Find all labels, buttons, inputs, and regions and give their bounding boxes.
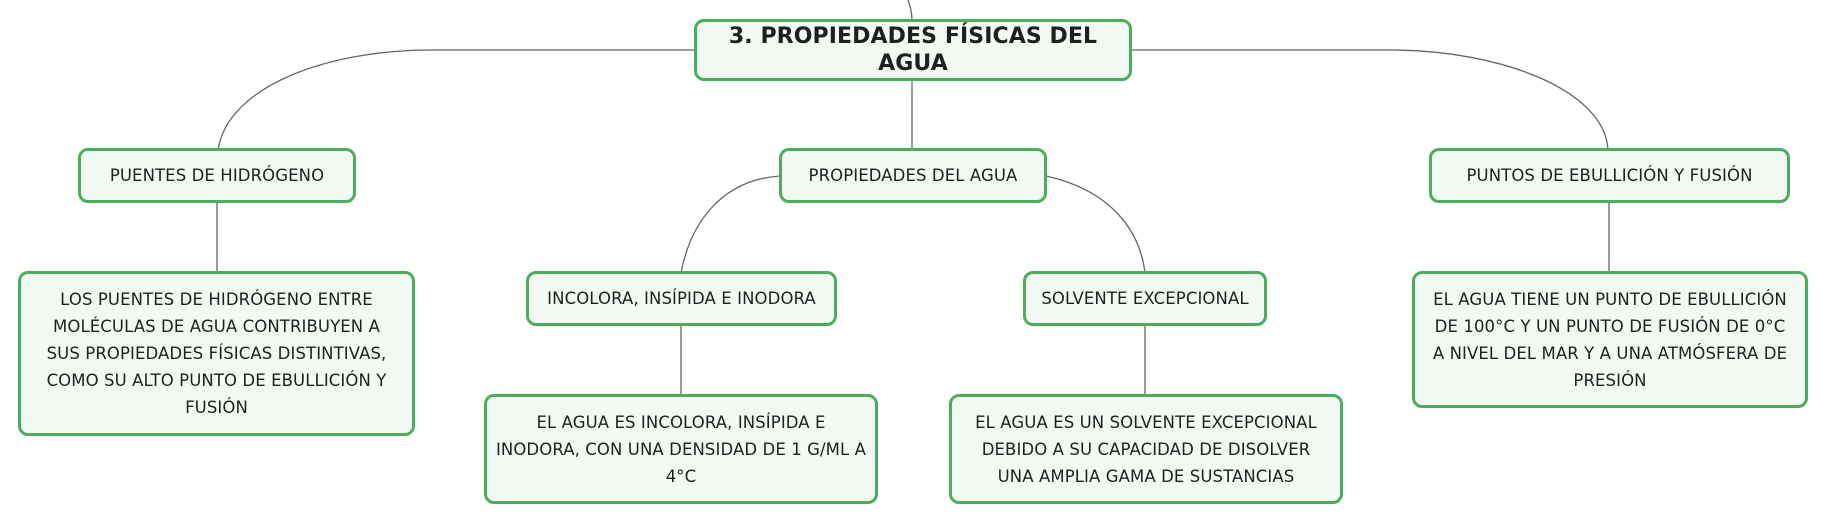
colorless-title: INCOLORA, INSÍPIDA E INODORA — [547, 289, 816, 308]
node-boiling-melting-detail[interactable]: EL AGUA TIENE UN PUNTO DE EBULLICIÓN DE … — [1412, 271, 1808, 408]
root-node[interactable]: 3. PROPIEDADES FÍSICAS DEL AGUA — [694, 19, 1132, 81]
solvent-title: SOLVENTE EXCEPCIONAL — [1041, 289, 1249, 308]
node-hydrogen-bonds-detail[interactable]: LOS PUENTES DE HIDRÓGENO ENTRE MOLÉCULAS… — [18, 271, 415, 436]
connector-properties-to-colorless — [680, 175, 781, 274]
connector-properties-to-solvent — [1045, 175, 1146, 274]
node-solvent[interactable]: SOLVENTE EXCEPCIONAL — [1023, 271, 1267, 326]
node-colorless-detail[interactable]: EL AGUA ES INCOLORA, INSÍPIDA E INODORA,… — [484, 394, 878, 504]
connector-root-to-hydrogen — [217, 49, 694, 151]
node-hydrogen-bonds[interactable]: PUENTES DE HIDRÓGENO — [78, 148, 356, 203]
hydrogen-bonds-detail-text: LOS PUENTES DE HIDRÓGENO ENTRE MOLÉCULAS… — [46, 290, 387, 417]
hydrogen-bonds-title: PUENTES DE HIDRÓGENO — [109, 166, 325, 185]
colorless-detail-text: EL AGUA ES INCOLORA, INSÍPIDA E INODORA,… — [495, 412, 867, 486]
node-boiling-melting[interactable]: PUNTOS DE EBULLICIÓN Y FUSIÓN — [1429, 148, 1790, 203]
water-properties-title: PROPIEDADES DEL AGUA — [808, 166, 1018, 185]
connector-parent-to-root — [907, 0, 913, 21]
root-title: 3. PROPIEDADES FÍSICAS DEL AGUA — [728, 24, 1098, 76]
solvent-detail-text: EL AGUA ES UN SOLVENTE EXCEPCIONAL DEBID… — [975, 412, 1317, 486]
connector-root-to-points — [1130, 49, 1609, 151]
boiling-melting-detail-text: EL AGUA TIENE UN PUNTO DE EBULLICIÓN DE … — [1432, 289, 1788, 390]
node-water-properties[interactable]: PROPIEDADES DEL AGUA — [779, 148, 1047, 203]
node-solvent-detail[interactable]: EL AGUA ES UN SOLVENTE EXCEPCIONAL DEBID… — [949, 394, 1343, 504]
boiling-melting-title: PUNTOS DE EBULLICIÓN Y FUSIÓN — [1466, 166, 1753, 185]
node-colorless[interactable]: INCOLORA, INSÍPIDA E INODORA — [526, 271, 837, 326]
